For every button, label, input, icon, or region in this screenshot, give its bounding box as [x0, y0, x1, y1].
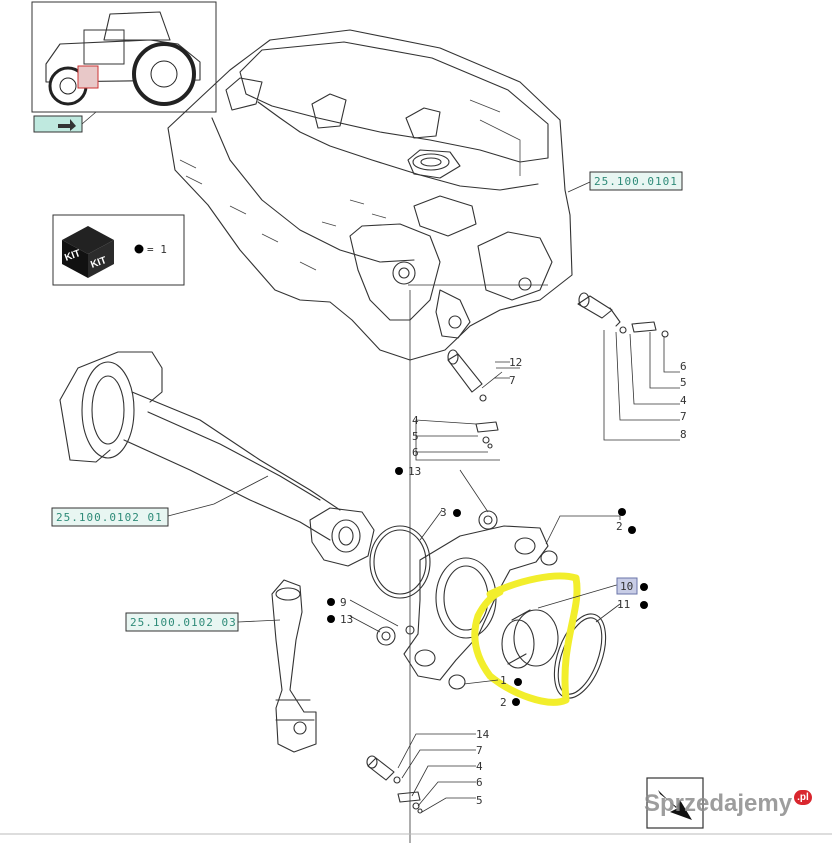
kit-label-left: KIT: [63, 248, 82, 264]
reference-link-frame[interactable]: 25.100.0101: [589, 171, 683, 191]
front-axle-housing: [59, 351, 375, 567]
kit-bullet: [134, 244, 144, 254]
part-number-4: 4: [412, 414, 419, 427]
part-number-7: 7: [509, 374, 516, 387]
part-10-badge[interactable]: 10: [616, 577, 638, 595]
part-number-6: 6: [476, 776, 483, 789]
part-number-1: 1: [500, 674, 507, 687]
kit-legend: KIT KIT = 1: [52, 214, 185, 286]
kit-label-right: KIT: [89, 255, 108, 271]
pivot-pin-center: [447, 349, 499, 449]
reference-axle-lower-text: 25.100.0102 03: [130, 616, 237, 629]
bushing-upper: [478, 510, 498, 530]
reference-link-axle-left[interactable]: 25.100.0102 01: [51, 507, 169, 527]
tractor-thumbnail-icon[interactable]: [31, 1, 217, 113]
kit-box-icon: KIT KIT: [62, 226, 114, 278]
seal-ring: [553, 613, 607, 699]
leader-lines: [167, 181, 680, 843]
part-number-6: 6: [680, 360, 687, 373]
kit-equals-text: = 1: [147, 243, 167, 256]
bushing-lower: [376, 625, 415, 646]
reference-axle-left-text: 25.100.0102 01: [56, 511, 163, 524]
part-number-5: 5: [476, 794, 483, 807]
front-axle-support-frame: [167, 29, 573, 361]
part-number-13: 13: [408, 465, 421, 478]
part-number-9: 9: [340, 596, 347, 609]
pivot-bracket-housing: [403, 525, 558, 690]
part-number-7: 7: [476, 744, 483, 757]
back-arrow-icon[interactable]: [33, 111, 97, 133]
part-number-7: 7: [680, 410, 687, 423]
reference-frame-text: 25.100.0101: [594, 175, 678, 188]
part-number-12: 12: [509, 356, 522, 369]
part-number-5: 5: [412, 430, 419, 443]
watermark-brand: Sprzedajemy: [644, 790, 793, 817]
watermark: Sprzedajemy .pl: [644, 789, 812, 818]
part-number-6: 6: [412, 446, 419, 459]
next-page-arrow-icon[interactable]: [646, 777, 704, 829]
kit-bullets: [327, 467, 648, 706]
part-number-3: 3: [440, 506, 447, 519]
part-number-4: 4: [476, 760, 483, 773]
part-number-5: 5: [680, 376, 687, 389]
part-number-labels: 12 7 4 5 6 13 6 5 4 7 8 3 2 9 13 11 1 2 …: [340, 356, 687, 807]
part-number-4: 4: [680, 394, 687, 407]
part-number-2: 2: [500, 696, 507, 709]
pivot-pin-right: [577, 292, 669, 338]
watermark-tld: .pl: [794, 789, 812, 805]
reference-link-axle-lower[interactable]: 25.100.0102 03: [125, 612, 239, 632]
pivot-pin-bottom: [366, 755, 423, 814]
part-number-2: 2: [616, 520, 623, 533]
part-number-11: 11: [617, 598, 630, 611]
highlight-circle: [471, 572, 581, 706]
part-number-13: 13: [340, 613, 353, 626]
bearing-sleeve: [501, 609, 559, 669]
part-number-10: 10: [620, 580, 633, 593]
lower-knuckle: [271, 579, 317, 753]
part-number-8: 8: [680, 428, 687, 441]
part-number-14: 14: [476, 728, 490, 741]
o-ring-seal: [369, 525, 431, 599]
